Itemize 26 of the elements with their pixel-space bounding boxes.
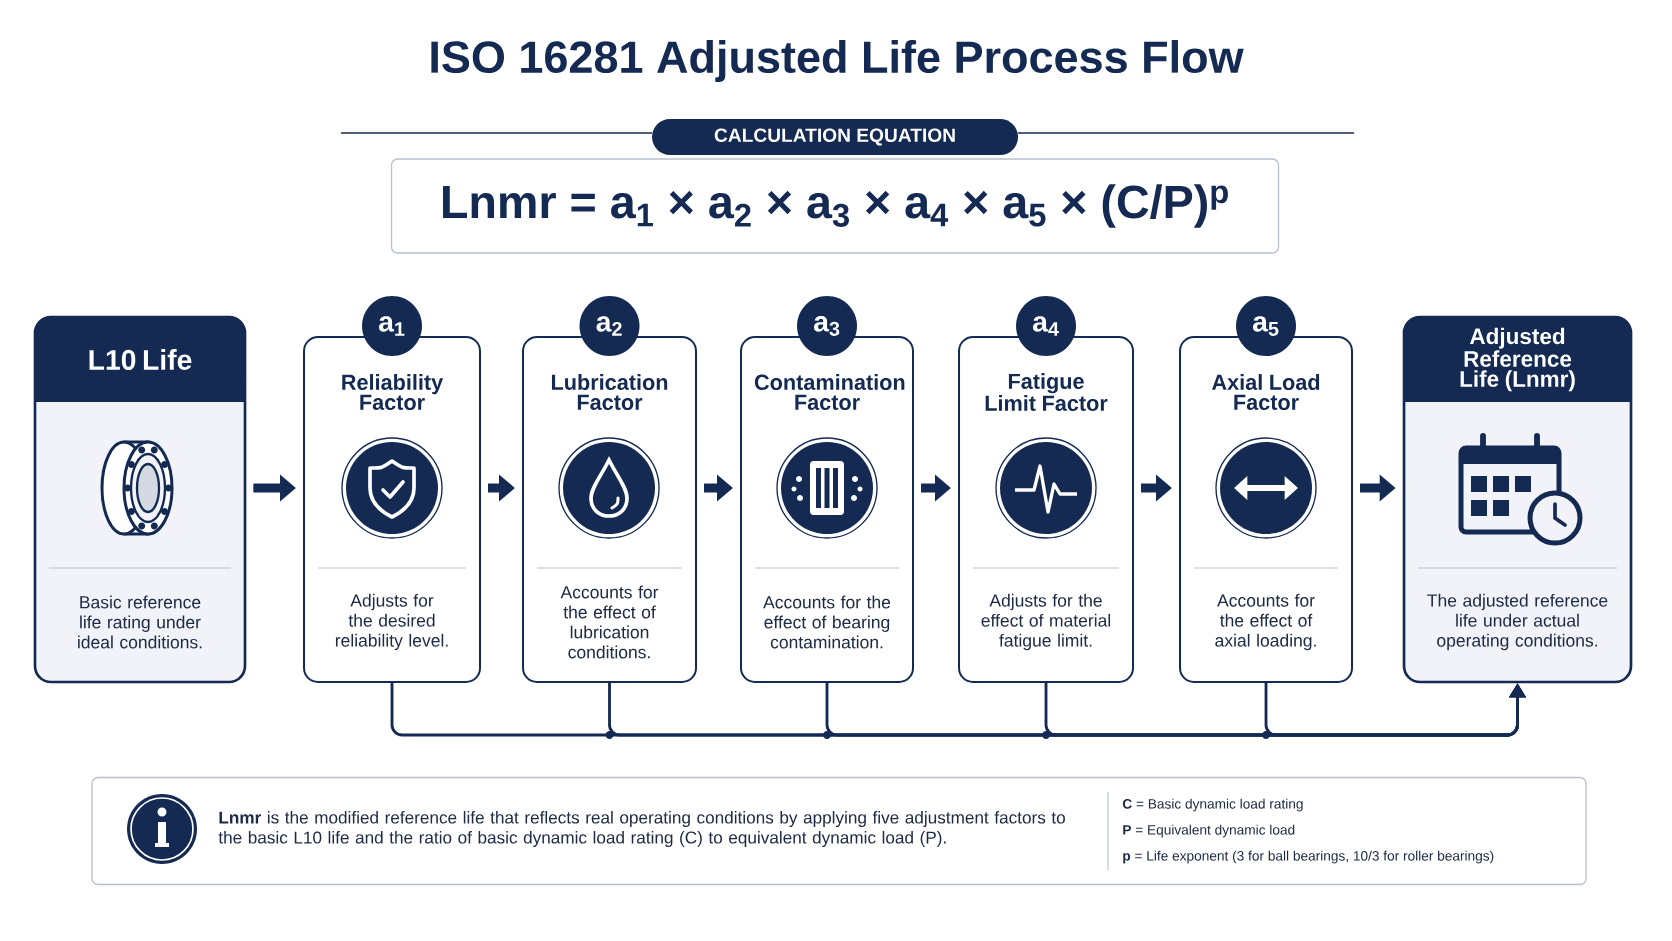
- title: ISO 16281 Adjusted Life Process Flow: [431, 40, 1244, 82]
- card-heading: L10 Life: [89, 349, 192, 370]
- factor-badge: a$_{1}$: [362, 296, 422, 356]
- card-heading: Contamination Factor: [754, 374, 905, 410]
- card-description: Accounts for the effect of lubrication conditions.: [560, 585, 659, 659]
- card-heading: Lubrication Factor: [551, 374, 668, 410]
- definition-text: C = Basic dynamic load rating: [1122, 798, 1303, 812]
- equation-box: Lnmr = a$_{1}$ × a$_{2}$ × a$_{3}$ × a$_{4}$ × a$_{5}$ × (C/P)$^{p}$: [390, 158, 1280, 254]
- card-description: Adjusts for the desired reliability level.: [335, 593, 448, 651]
- card-heading: Fatigue Limit Factor: [985, 373, 1108, 411]
- card-description: Adjusts for the effect of material fatigue limit.: [981, 593, 1111, 651]
- card-description: Accounts for the effect of axial loading.: [1215, 593, 1316, 651]
- factor-badge: a$_{2}$: [579, 296, 640, 356]
- factor-badge: a$_{5}$: [1236, 296, 1296, 356]
- factor-badge: a$_{3}$: [797, 296, 857, 356]
- factor-badge: a$_{4}$: [1016, 296, 1076, 356]
- note-text: Lnmr is the modified reference life that reflects real operating conditions by applying five adjustment factors to the basic L10 life and the ratio of basic dynamic load rating (C) to equivalent dynamic load (P).: [218, 811, 1065, 847]
- card-heading: Adjusted Reference Life (Lnmr): [1460, 327, 1575, 392]
- card-heading: Reliability Factor: [342, 374, 444, 410]
- card-description: Accounts for the effect of bearing contamination.: [763, 595, 891, 649]
- card-description: The adjusted reference life under actual operating conditions.: [1427, 593, 1608, 651]
- definition-text: p = Life exponent (3 for ball bearings, 10/3 for roller bearings): [1123, 850, 1494, 864]
- card-heading: Axial Load Factor: [1212, 374, 1320, 410]
- section-label: CALCULATION EQUATION: [652, 119, 1018, 155]
- card-description: Basic reference life rating under ideal conditions.: [78, 595, 202, 649]
- definition-text: P = Equivalent dynamic load: [1123, 824, 1295, 838]
